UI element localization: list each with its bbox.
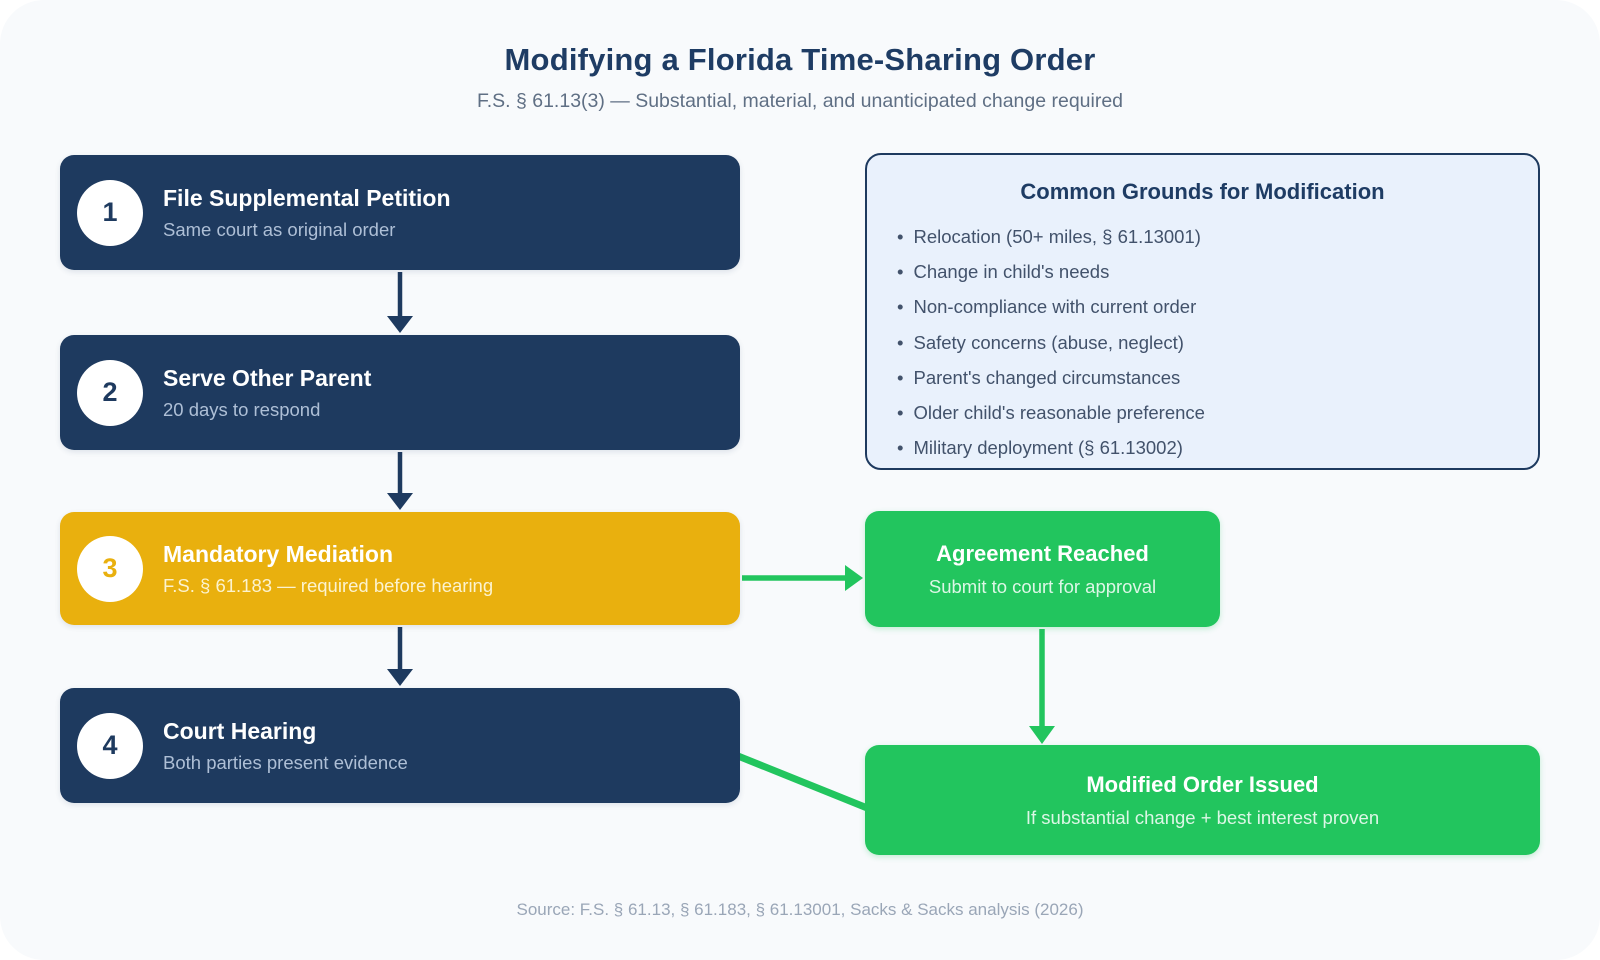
list-item: • Older child's reasonable preference	[897, 395, 1538, 430]
step-number-badge: 1	[77, 179, 143, 246]
list-item: • Non-compliance with current order	[897, 290, 1538, 325]
step-mediation: 3 Mandatory Mediation F.S. § 61.183 — re…	[60, 512, 740, 625]
bullet-marker: •	[897, 402, 904, 424]
outcome-subtitle: If substantial change + best interest pr…	[1025, 806, 1380, 828]
list-item: • Change in child's needs	[897, 254, 1538, 289]
step-title: Serve Other Parent	[163, 364, 372, 391]
step-subtitle: Same court as original order	[163, 218, 396, 240]
outcome-modified-order: Modified Order Issued If substantial cha…	[865, 745, 1540, 855]
bullet-marker: •	[897, 225, 904, 247]
page-title: Modifying a Florida Time-Sharing Order	[504, 42, 1096, 77]
ground-text: Change in child's needs	[913, 260, 1110, 282]
step-title: Mandatory Mediation	[163, 540, 394, 567]
outcome-title: Modified Order Issued	[1086, 771, 1319, 797]
list-item: • Parent's changed circumstances	[897, 360, 1538, 395]
arrow-step1-step2	[387, 272, 413, 333]
step-title: Court Hearing	[163, 717, 317, 744]
bullet-marker: •	[897, 437, 904, 459]
outcome-subtitle: Submit to court for approval	[928, 575, 1157, 597]
bullet-marker: •	[897, 331, 904, 353]
source-note: Source: F.S. § 61.13, § 61.183, § 61.130…	[516, 900, 1084, 919]
step-file-petition: 1 File Supplemental Petition Same court …	[60, 155, 740, 270]
step-subtitle: F.S. § 61.183 — required before hearing	[163, 574, 494, 596]
list-item: • Military deployment (§ 61.13002)	[897, 431, 1538, 466]
ground-text: Older child's reasonable preference	[913, 402, 1205, 424]
common-grounds-list: • Relocation (50+ miles, § 61.13001) • Cha…	[867, 219, 1538, 466]
ground-text: Non-compliance with current order	[913, 296, 1197, 318]
arrow-step2-step3	[387, 452, 413, 510]
step-subtitle: Both parties present evidence	[163, 751, 408, 773]
step-serve-parent: 2 Serve Other Parent 20 days to respond	[60, 335, 740, 450]
ground-text: Safety concerns (abuse, neglect)	[913, 331, 1184, 353]
bullet-marker: •	[897, 260, 904, 282]
outcome-agreement-reached: Agreement Reached Submit to court for ap…	[865, 511, 1220, 627]
ground-text: Relocation (50+ miles, § 61.13001)	[913, 225, 1201, 247]
step-number-badge: 2	[77, 359, 143, 426]
arrow-mediation-agreement	[742, 565, 863, 591]
common-grounds-title: Common Grounds for Modification	[1020, 179, 1385, 204]
step-text: Mandatory Mediation F.S. § 61.183 — requ…	[163, 541, 493, 597]
page-subtitle: F.S. § 61.13(3) — Substantial, material,…	[476, 90, 1124, 112]
list-item: • Safety concerns (abuse, neglect)	[897, 325, 1538, 360]
arrow-step3-step4	[387, 627, 413, 686]
list-item: • Relocation (50+ miles, § 61.13001)	[897, 219, 1538, 254]
step-subtitle: 20 days to respond	[163, 398, 321, 420]
step-court-hearing: 4 Court Hearing Both parties present evi…	[60, 688, 740, 803]
step-text: Court Hearing Both parties present evide…	[163, 718, 408, 774]
ground-text: Parent's changed circumstances	[913, 366, 1181, 388]
bullet-marker: •	[897, 366, 904, 388]
outcome-title: Agreement Reached	[936, 540, 1149, 566]
common-grounds-panel: Common Grounds for Modification • Relocat…	[865, 153, 1540, 470]
ground-text: Military deployment (§ 61.13002)	[913, 437, 1183, 459]
step-text: File Supplemental Petition Same court as…	[163, 185, 451, 241]
step-number-badge: 4	[77, 712, 143, 779]
arrow-agreement-modified	[1029, 629, 1055, 744]
bullet-marker: •	[897, 296, 904, 318]
step-title: File Supplemental Petition	[163, 184, 451, 211]
step-text: Serve Other Parent 20 days to respond	[163, 365, 371, 421]
step-number-badge: 3	[77, 535, 143, 602]
